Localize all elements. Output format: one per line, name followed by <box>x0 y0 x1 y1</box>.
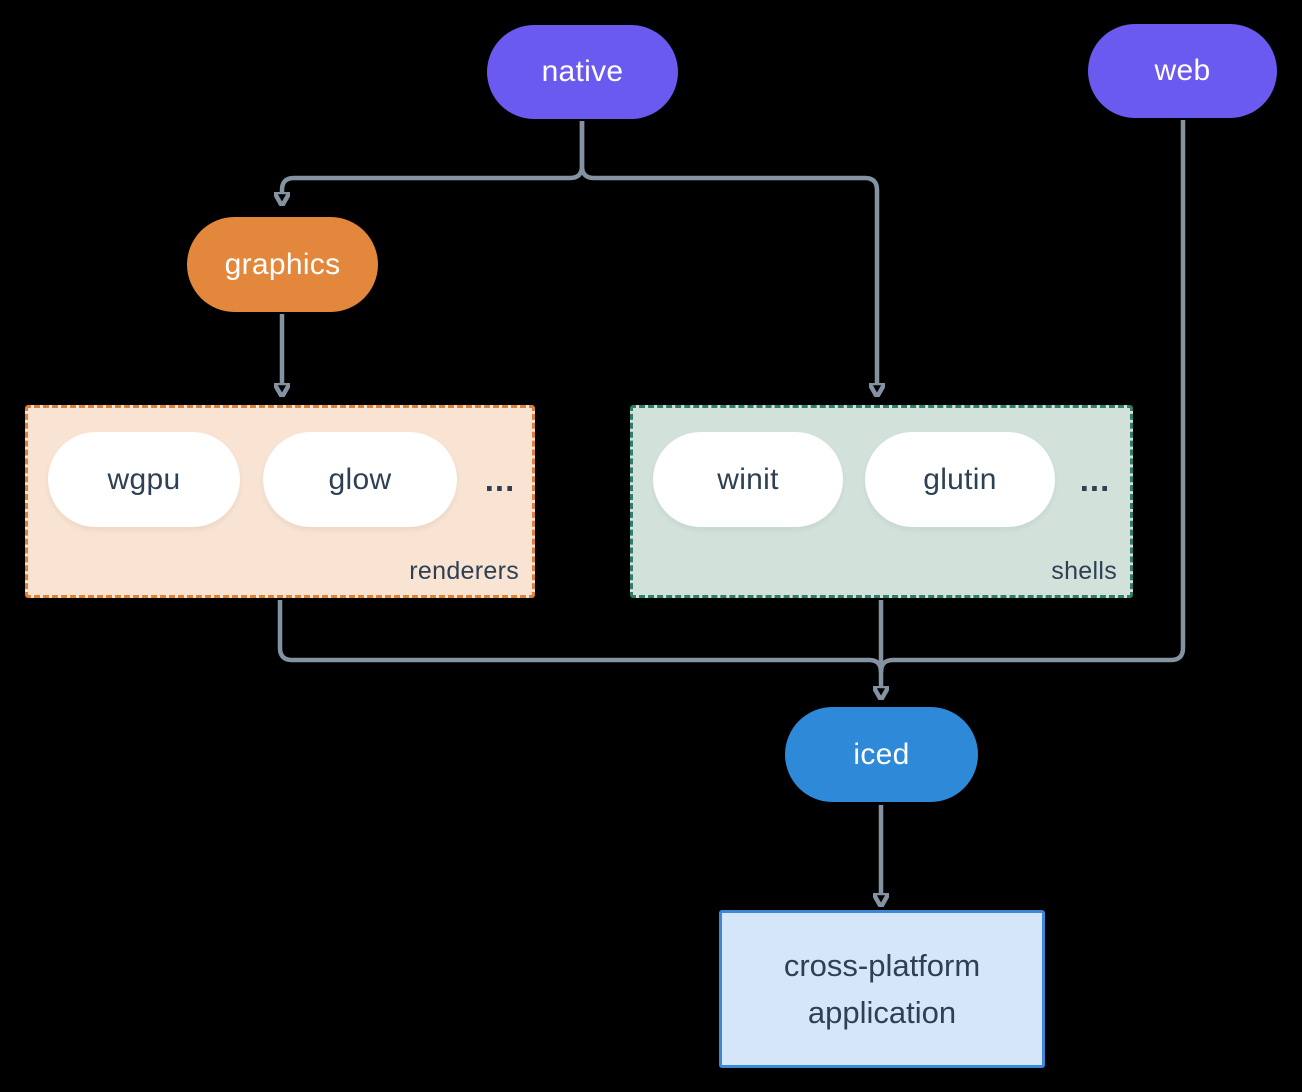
node-winit: winit <box>653 432 843 527</box>
edge-native-shells <box>579 121 877 385</box>
node-web: web <box>1088 24 1277 118</box>
edge-native-graphics <box>282 121 585 194</box>
group-shells: winit glutin ... shells <box>630 405 1133 598</box>
node-graphics: graphics <box>187 217 378 312</box>
renderers-label: renderers <box>409 557 519 585</box>
edge-renderers-iced <box>277 600 884 673</box>
renderers-ellipsis: ... <box>484 460 516 498</box>
node-glutin: glutin <box>865 432 1055 527</box>
node-glow: glow <box>263 432 457 527</box>
shells-ellipsis: ... <box>1079 460 1111 498</box>
group-renderers: wgpu glow ... renderers <box>25 405 535 598</box>
node-native: native <box>487 25 678 119</box>
shells-label: shells <box>1051 557 1117 585</box>
node-wgpu: wgpu <box>48 432 240 527</box>
node-iced: iced <box>785 707 978 802</box>
node-cross-platform-application: cross-platform application <box>719 910 1045 1068</box>
